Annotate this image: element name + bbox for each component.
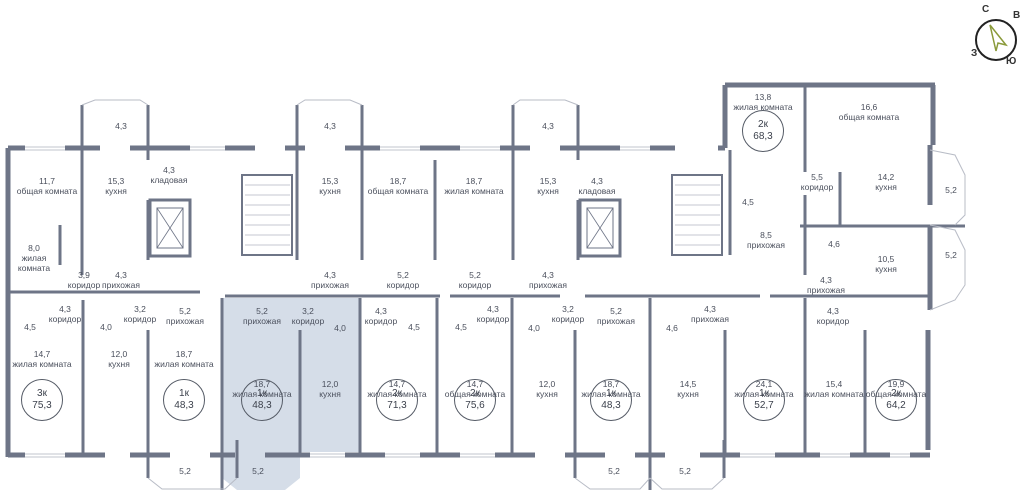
apartment-area: 71,3 (387, 400, 407, 411)
compass-west: З (971, 48, 978, 59)
balconies (81, 99, 966, 490)
windows (25, 146, 910, 458)
apartment-type: 2к (758, 119, 768, 130)
apartment-type: 3к (37, 388, 47, 399)
selected-apartment-area[interactable] (222, 298, 360, 490)
staircases (241, 174, 723, 256)
apartment-area: 64,2 (886, 400, 906, 411)
apartment-area: 48,3 (174, 400, 194, 411)
apartment-type: 1к (179, 388, 189, 399)
compass-south: Ю (1006, 56, 1017, 67)
walls (5, 82, 965, 490)
apartment-area: 52,7 (754, 400, 774, 411)
apartment-type: 2к (392, 388, 402, 399)
apartment-type: 2к (891, 388, 901, 399)
apartment-type: 2к (470, 388, 480, 399)
compass-icon (975, 19, 1017, 61)
apartment-area: 48,3 (252, 400, 272, 411)
elevator-shafts (148, 198, 622, 258)
apartment-area: 75,6 (465, 400, 485, 411)
compass: С В З Ю (966, 4, 1022, 67)
apartment-area: 75,3 (32, 400, 52, 411)
apartment-type: 1к (759, 388, 769, 399)
compass-east: В (1013, 10, 1021, 21)
apartment-area: 48,3 (601, 400, 621, 411)
compass-north: С (982, 4, 990, 15)
apartment-type: 1к (606, 388, 616, 399)
apartment-type: 1к (257, 388, 267, 399)
apartment-area: 68,3 (753, 131, 773, 142)
